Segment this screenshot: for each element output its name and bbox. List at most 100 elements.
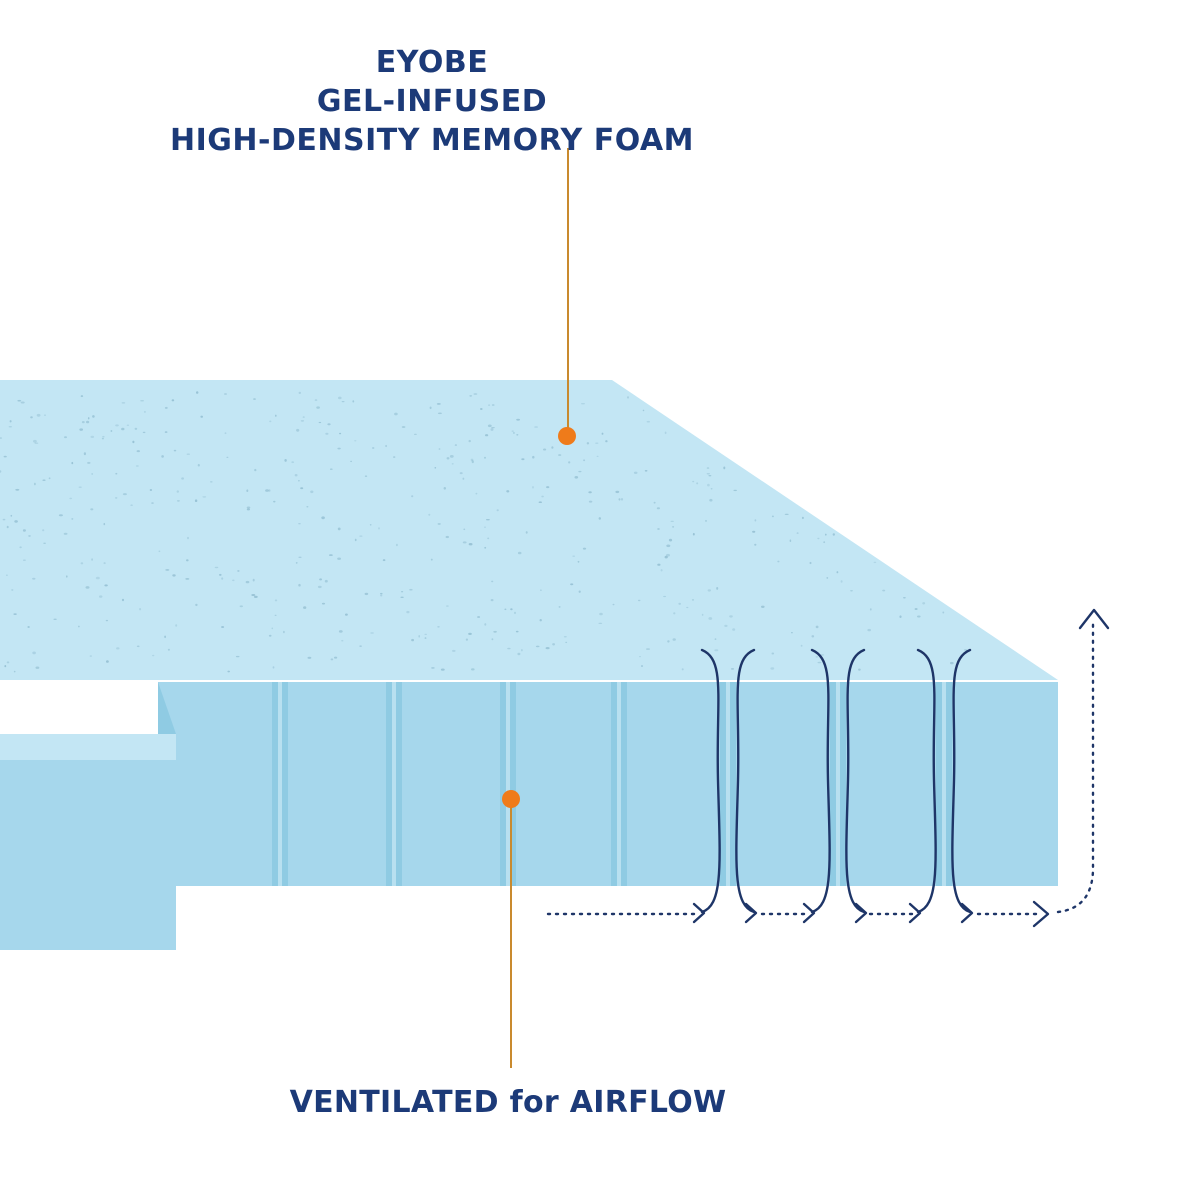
foam-speckles xyxy=(0,391,968,673)
foam-speck xyxy=(754,543,757,546)
foam-speck xyxy=(314,399,318,402)
foam-speck xyxy=(672,526,675,528)
airflow-curve xyxy=(810,648,831,914)
foam-speck xyxy=(815,625,819,629)
foam-speck xyxy=(667,640,670,643)
foam-speck xyxy=(291,461,295,464)
foam-speck xyxy=(71,461,74,465)
foam-speck xyxy=(705,519,707,522)
foam-speck xyxy=(237,570,240,572)
foam-speck xyxy=(80,395,84,398)
foam-speck xyxy=(95,576,100,580)
foam-speck xyxy=(339,432,342,435)
foam-speck xyxy=(195,603,198,607)
foam-speck xyxy=(393,456,396,458)
foam-speck xyxy=(438,448,441,450)
foam-speck xyxy=(265,489,270,492)
foam-speck xyxy=(91,558,93,561)
foam-speck xyxy=(581,403,585,405)
foam-speck xyxy=(321,602,326,605)
foam-speck xyxy=(823,541,826,544)
foam-speck xyxy=(105,619,109,622)
foam-speck xyxy=(8,426,12,428)
airflow-arrowhead xyxy=(908,902,922,924)
foam-speck xyxy=(6,525,9,529)
foam-speck xyxy=(380,594,383,597)
foam-speck xyxy=(406,610,410,614)
foam-front-face xyxy=(158,682,1058,886)
foam-speck xyxy=(666,553,670,557)
foam-speck xyxy=(644,470,648,472)
foam-speck xyxy=(22,529,26,532)
foam-speck xyxy=(409,588,413,591)
foam-speck xyxy=(337,527,341,531)
foam-speck xyxy=(298,556,302,558)
foam-speck xyxy=(103,562,106,565)
foam-speck xyxy=(411,495,414,498)
foam-speck xyxy=(917,615,921,618)
foam-speck xyxy=(274,614,277,616)
foam-speck xyxy=(284,459,287,462)
foam-speck xyxy=(6,574,8,576)
airflow-arrowhead xyxy=(854,902,868,924)
foam-speck xyxy=(197,463,200,467)
airflow-curve xyxy=(700,648,721,914)
foam-speck xyxy=(714,638,717,640)
foam-speck xyxy=(462,477,465,480)
vent-marker-dot xyxy=(502,790,520,808)
foam-speck xyxy=(126,424,130,426)
foam-speck xyxy=(329,468,333,471)
foam-speck xyxy=(139,608,142,611)
foam-speck xyxy=(686,606,689,609)
foam-speck xyxy=(186,453,190,455)
foam-speck xyxy=(540,589,542,591)
foam-speck xyxy=(34,442,39,444)
foam-speck xyxy=(568,461,571,464)
foam-speck xyxy=(329,554,333,556)
foam-speck xyxy=(771,515,774,518)
foam-speck xyxy=(598,622,603,624)
foam-speck xyxy=(378,527,380,530)
foam-speck xyxy=(382,559,386,562)
foam-speck xyxy=(428,513,431,516)
airflow-curve xyxy=(916,648,937,914)
foam-speck xyxy=(80,562,84,565)
airflow-dotted-segment xyxy=(1056,618,1095,914)
foam-speck xyxy=(176,500,180,502)
foam-speck xyxy=(543,448,547,451)
foam-speck xyxy=(867,628,871,632)
foam-speck xyxy=(176,490,179,493)
foam-speck xyxy=(134,427,138,430)
foam-speck xyxy=(298,523,301,525)
foam-speck xyxy=(903,597,906,599)
foam-speck xyxy=(506,490,510,493)
foam-speck xyxy=(709,498,713,502)
foam-speck xyxy=(942,611,945,614)
foam-speck xyxy=(706,467,710,469)
foam-speck xyxy=(664,555,668,559)
foam-speck xyxy=(32,651,36,655)
foam-speck xyxy=(451,463,454,465)
foam-speck xyxy=(701,613,704,616)
foam-speck xyxy=(325,432,329,435)
foam-speck xyxy=(200,415,203,418)
foam-speck xyxy=(586,442,590,445)
airflow-arrowhead xyxy=(960,902,974,924)
foam-speck xyxy=(596,455,599,457)
foam-speck xyxy=(825,533,827,536)
foam-speck xyxy=(30,416,33,419)
foam-speck xyxy=(330,658,334,661)
foam-speck xyxy=(63,532,68,535)
foam-speck xyxy=(337,447,341,450)
foam-speck xyxy=(43,542,46,544)
foam-speck xyxy=(385,444,387,448)
foam-speck xyxy=(32,577,36,580)
foam-speck xyxy=(269,420,272,423)
foam-speck xyxy=(3,455,7,458)
foam-speck xyxy=(950,661,954,665)
foam-speck xyxy=(434,467,437,469)
foam-speck xyxy=(487,424,492,428)
foam-speck xyxy=(350,460,352,463)
foam-speck xyxy=(541,495,544,498)
